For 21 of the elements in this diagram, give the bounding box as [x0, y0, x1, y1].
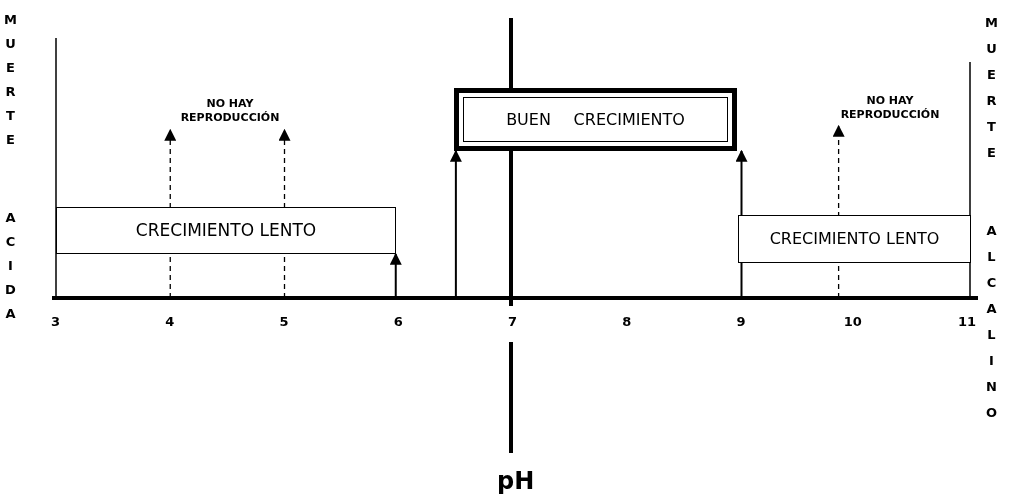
tick-label: 5 [279, 314, 289, 329]
tick-label: 4 [165, 314, 175, 329]
range-box: CRECIMIENTO LENTO [56, 207, 396, 254]
range-box: BUEN CRECIMIENTO [454, 88, 737, 151]
vertical-label: MUERTE [985, 14, 998, 162]
note-text: NO HAY REPRODUCCIÓN [839, 94, 941, 122]
vertical-label: MUERTE [4, 11, 17, 149]
tick-label: 9 [736, 314, 746, 329]
tick-label: 3 [51, 314, 61, 329]
tick-label: 11 [958, 314, 977, 329]
vertical-label: ALCALINO [985, 222, 998, 422]
tick-label: 8 [622, 314, 632, 329]
range-box: CRECIMIENTO LENTO [738, 215, 971, 263]
arrow [449, 149, 462, 299]
vertical-label: ACIDA [4, 209, 17, 323]
note-text: NO HAY REPRODUCCIÓN [179, 97, 281, 125]
tick-label: 6 [393, 314, 403, 329]
axis-title: pH [497, 467, 535, 495]
tick-label: 10 [843, 314, 862, 329]
tick-label: 7 [508, 314, 518, 329]
arrow [389, 252, 402, 299]
